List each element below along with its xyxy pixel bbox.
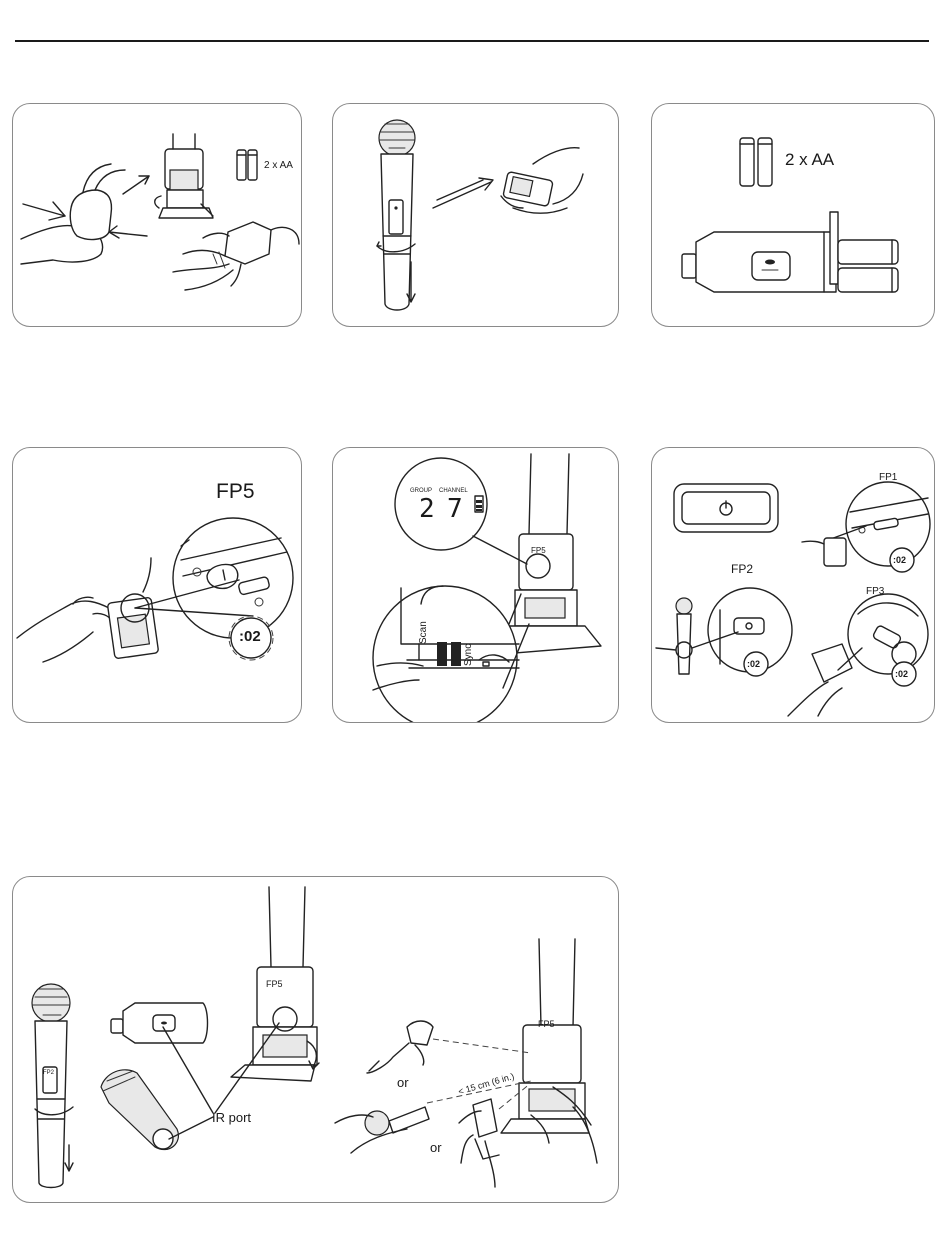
- battery-label: 2 x AA: [264, 160, 293, 171]
- sync-label: Sync: [463, 644, 474, 666]
- receiver-sync-illustration: [333, 448, 618, 722]
- lcd-channel-value: 7: [447, 494, 463, 524]
- panel-bodypack-power: FP5 :02: [12, 447, 302, 723]
- panel-plugon-battery: 2 x AA: [651, 103, 935, 327]
- fp1-label: FP1: [879, 472, 897, 483]
- or-label-2: or: [430, 1140, 442, 1155]
- or-label-1: or: [397, 1075, 409, 1090]
- bodypack-battery-illustration: [13, 104, 301, 326]
- plugon-battery-illustration: [652, 104, 934, 326]
- panel-receiver-sync: GROUP CHANNEL 2 7 FP5 Scan Sync: [332, 447, 619, 723]
- fp3-label: FP3: [866, 586, 884, 597]
- panel-ir-sync: FP2 FP5 FP5 IR port or or < 15 cm (6 in.…: [12, 876, 619, 1203]
- fp2-label: FP2: [731, 562, 753, 576]
- transmitter-power-illustration: [652, 448, 934, 722]
- timer-fp3-label: :02: [895, 669, 908, 679]
- timer-fp2-label: :02: [747, 659, 760, 669]
- panel-transmitter-power: FP1 FP2 FP3 :02 :02 :02: [651, 447, 935, 723]
- handheld-battery-illustration: [333, 104, 618, 326]
- bodypack-power-illustration: [13, 448, 301, 722]
- receiver-label-right: FP5: [538, 1019, 555, 1029]
- panel-bodypack-battery: 2 x AA: [12, 103, 302, 327]
- lcd-group-value: 2: [419, 494, 435, 524]
- ir-sync-illustration: [13, 877, 618, 1202]
- header-rule: [15, 40, 929, 42]
- receiver-label-left: FP5: [266, 979, 283, 989]
- timer-label: :02: [239, 628, 261, 645]
- panel-title: FP5: [216, 480, 255, 504]
- ir-port-label: IR port: [212, 1110, 251, 1125]
- receiver-label: FP5: [531, 546, 546, 555]
- battery-label: 2 x AA: [785, 150, 834, 170]
- panel-handheld-battery: [332, 103, 619, 327]
- mic-label: FP2: [43, 1070, 54, 1076]
- timer-fp1-label: :02: [893, 555, 906, 565]
- scan-label: Scan: [418, 621, 429, 644]
